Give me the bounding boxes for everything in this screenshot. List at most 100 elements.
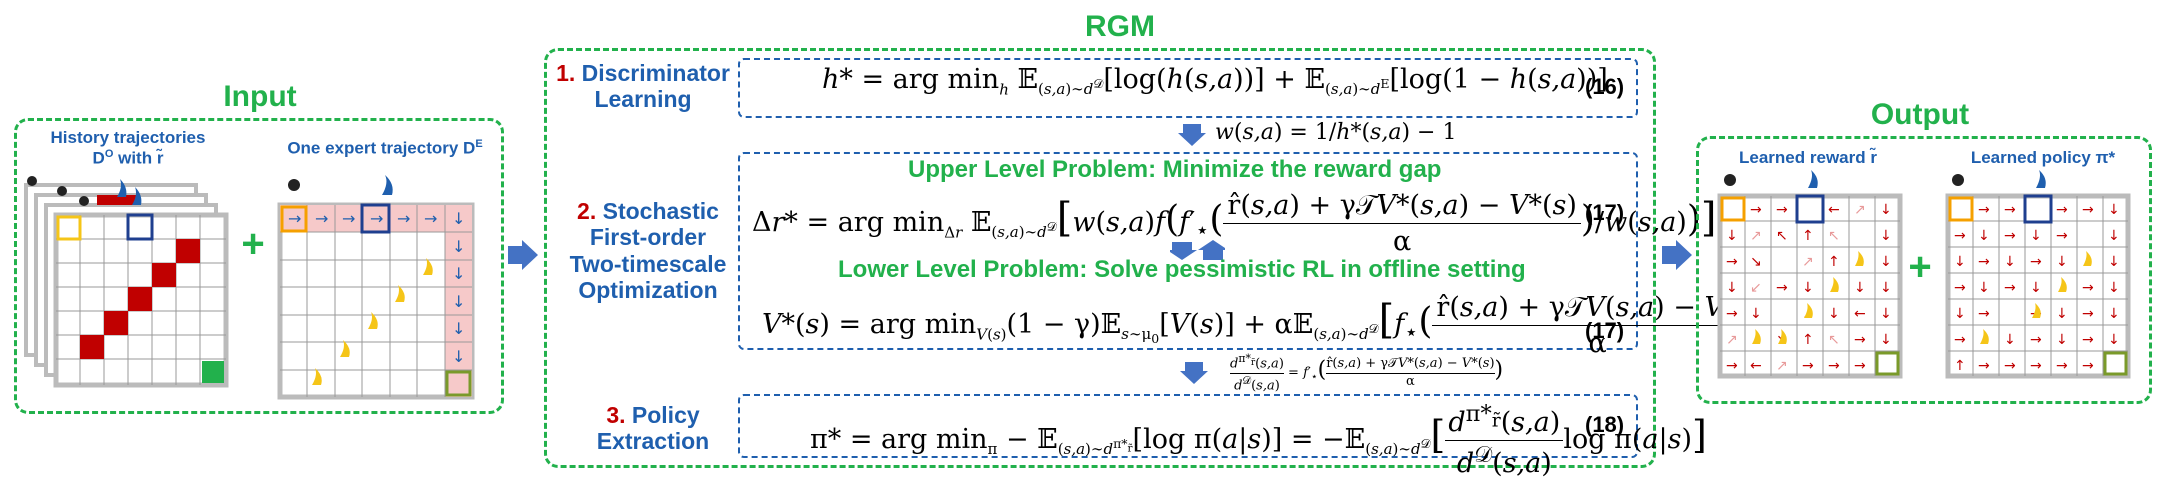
step2-line1: Stochastic bbox=[602, 198, 719, 224]
svg-text:→: → bbox=[1954, 332, 1966, 348]
fire-icon bbox=[382, 175, 393, 195]
output-panel bbox=[1696, 136, 2152, 404]
step2-line3: Two-timescale bbox=[569, 250, 727, 277]
svg-text:↓: ↓ bbox=[1880, 306, 1892, 322]
svg-text:↗: ↗ bbox=[1776, 358, 1788, 374]
svg-text:↓: ↓ bbox=[2030, 280, 2042, 296]
svg-text:→: → bbox=[2056, 358, 2068, 374]
expert-caption: One expert trajectory DE bbox=[287, 138, 483, 158]
svg-text:↓: ↓ bbox=[1828, 306, 1840, 322]
svg-text:↗: ↗ bbox=[1802, 254, 1814, 270]
svg-text:↗: ↗ bbox=[1750, 228, 1762, 244]
svg-text:↓: ↓ bbox=[452, 292, 465, 311]
step3-line1: Policy bbox=[631, 402, 700, 428]
eq18: π* = arg minπ − 𝔼(s,a)∼dπ*r̃[log π(a|s)]… bbox=[810, 401, 1707, 479]
svg-text:↓: ↓ bbox=[2108, 280, 2120, 296]
svg-text:↓: ↓ bbox=[2004, 254, 2016, 270]
step3-box bbox=[738, 394, 1638, 458]
eq17a-number: (17) bbox=[1585, 200, 1625, 225]
down-arrow-2 bbox=[1180, 362, 1208, 384]
svg-text:→: → bbox=[2082, 306, 2094, 322]
svg-text:↗: ↗ bbox=[1726, 332, 1738, 348]
svg-text:→: → bbox=[1954, 228, 1966, 244]
svg-text:↘: ↘ bbox=[1750, 254, 1762, 270]
svg-text:→: → bbox=[2056, 202, 2068, 218]
svg-text:↓: ↓ bbox=[452, 319, 465, 338]
upper-level-title: Upper Level Problem: Minimize the reward… bbox=[908, 156, 1442, 183]
step3-num: 3. bbox=[606, 402, 626, 428]
svg-text:↖: ↖ bbox=[1776, 228, 1788, 244]
input-title: Input bbox=[223, 80, 297, 113]
svg-text:↓: ↓ bbox=[1880, 332, 1892, 348]
svg-text:→: → bbox=[315, 209, 328, 228]
svg-text:→: → bbox=[1828, 358, 1840, 374]
svg-text:→: → bbox=[2030, 358, 2042, 374]
svg-text:↑: ↑ bbox=[1828, 254, 1840, 270]
history-caption: History trajectories DO with r̃ bbox=[28, 128, 228, 168]
svg-text:→: → bbox=[2004, 280, 2016, 296]
svg-text:↓: ↓ bbox=[452, 347, 465, 366]
reward-caption: Learned reward r̃ bbox=[1739, 148, 1877, 167]
rgm-title: RGM bbox=[1085, 10, 1155, 43]
svg-text:↓: ↓ bbox=[1802, 280, 1814, 296]
svg-text:→: → bbox=[2004, 202, 2016, 218]
svg-text:→: → bbox=[2056, 228, 2068, 244]
swap-arrows bbox=[1170, 240, 1225, 260]
svg-text:↓: ↓ bbox=[1978, 228, 1990, 244]
eq17b: V*(s) = arg minV(s)(1 − γ)𝔼s∼μ0[V(s)] + … bbox=[762, 290, 1793, 361]
svg-text:↖: ↖ bbox=[1828, 228, 1840, 244]
svg-text:←: ← bbox=[1828, 202, 1840, 218]
learned-reward-grid: →→←↗↓ ↓↗↖↑↖↓ →↘↗↑↓ ↓↙→↓↓↓ →↓↗↓←↓ ↗↘↑↖→↓ … bbox=[1717, 170, 1903, 379]
step3-label: 3. Policy Extraction bbox=[568, 402, 738, 455]
svg-text:↓: ↓ bbox=[1880, 228, 1892, 244]
fire-icon bbox=[1808, 170, 1818, 188]
rgm-to-output-arrow bbox=[1662, 240, 1692, 270]
svg-text:←: ← bbox=[1750, 358, 1762, 374]
svg-text:→: → bbox=[2082, 332, 2094, 348]
step1-box bbox=[738, 58, 1638, 118]
svg-text:→: → bbox=[1726, 306, 1738, 322]
svg-text:→: → bbox=[288, 209, 301, 228]
svg-text:→: → bbox=[1802, 358, 1814, 374]
step2-num: 2. bbox=[577, 198, 597, 224]
svg-text:↓: ↓ bbox=[2004, 332, 2016, 348]
svg-text:↑: ↑ bbox=[1802, 228, 1814, 244]
svg-text:→: → bbox=[1978, 306, 1990, 322]
svg-text:↓: ↓ bbox=[1726, 228, 1738, 244]
step2-box bbox=[738, 152, 1638, 350]
svg-text:↓: ↓ bbox=[2108, 332, 2120, 348]
svg-text:↖: ↖ bbox=[1828, 332, 1840, 348]
agent-icon bbox=[1952, 174, 1964, 186]
svg-text:↓: ↓ bbox=[1954, 306, 1966, 322]
down-arrow-1 bbox=[1178, 124, 1206, 146]
svg-text:↓: ↓ bbox=[1854, 280, 1866, 296]
svg-text:→: → bbox=[1978, 254, 1990, 270]
svg-text:↓: ↓ bbox=[1750, 306, 1762, 322]
eq17a: Δr* = arg minΔr 𝔼(s,a)∼d𝒟[w(s,a)f(f′⋆(r̂… bbox=[752, 190, 1717, 258]
step1-line2: Learning bbox=[594, 86, 692, 113]
svg-text:→: → bbox=[397, 209, 410, 228]
svg-text:→: → bbox=[1750, 202, 1762, 218]
fire-icon bbox=[2036, 170, 2046, 188]
svg-text:→: → bbox=[424, 209, 437, 228]
svg-text:→: → bbox=[2082, 280, 2094, 296]
svg-text:↓: ↓ bbox=[2056, 254, 2068, 270]
agent-icon bbox=[1724, 174, 1736, 186]
svg-text:↓: ↓ bbox=[1880, 202, 1892, 218]
svg-text:→: → bbox=[1726, 254, 1738, 270]
svg-text:↙: ↙ bbox=[1750, 280, 1762, 296]
svg-text:→: → bbox=[1854, 358, 1866, 374]
svg-text:↓: ↓ bbox=[2108, 228, 2120, 244]
svg-text:↓: ↓ bbox=[1880, 280, 1892, 296]
svg-text:→: → bbox=[1776, 280, 1788, 296]
step1-line1: Discriminator bbox=[581, 60, 730, 86]
svg-text:→: → bbox=[1854, 332, 1866, 348]
svg-text:↓: ↓ bbox=[1726, 280, 1738, 296]
svg-text:↓: ↓ bbox=[452, 264, 465, 283]
rgm-panel bbox=[544, 48, 1656, 468]
input-panel bbox=[14, 118, 504, 414]
svg-text:→: → bbox=[1978, 358, 1990, 374]
history-caption-line1: History trajectories bbox=[50, 128, 206, 147]
svg-text:↓: ↓ bbox=[2030, 228, 2042, 244]
svg-text:→: → bbox=[1954, 280, 1966, 296]
